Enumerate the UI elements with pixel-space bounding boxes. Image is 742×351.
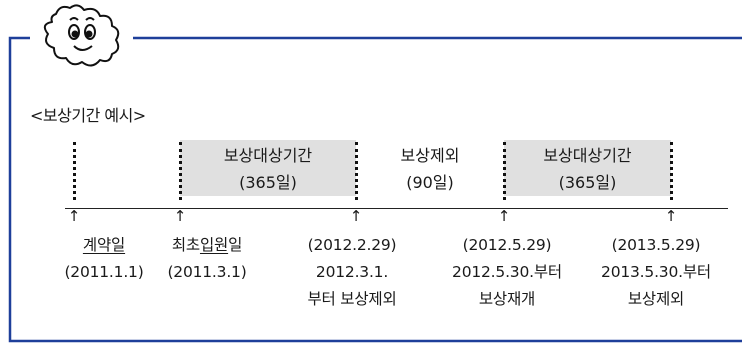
box-3-days: (365일) <box>558 173 617 192</box>
milestone-exclusion-start: (2012.2.29) 2012.3.1. 부터 보상제외 <box>307 232 396 313</box>
arrow-up-icon: ↑ <box>497 207 511 225</box>
coverage-period-1 <box>180 140 356 196</box>
divider-exclusion-start <box>355 142 358 200</box>
milestone-contract: 계약일 (2011.1.1) <box>64 232 143 286</box>
box-2-name: 보상제외 <box>400 146 460 165</box>
milestone-contract-label: 계약일 <box>82 236 126 254</box>
milestone-contract-date: (2011.1.1) <box>64 263 144 281</box>
box-2-days: (90일) <box>406 173 454 192</box>
puzzle-mascot-icon <box>43 4 120 67</box>
section-title: <보상기간 예시> <box>30 106 146 125</box>
timeline-baseline <box>65 208 728 209</box>
box-3-name: 보상대상기간 <box>543 146 632 165</box>
milestone-5-line3: 보상제외 <box>627 290 685 308</box>
first-admission-underlined: 입원 <box>199 236 229 254</box>
box-1-name: 보상대상기간 <box>223 146 313 165</box>
divider-end <box>670 142 673 200</box>
arrow-up-icon: ↑ <box>349 207 363 225</box>
milestone-4-line3: 보상재개 <box>478 290 536 308</box>
divider-contract <box>73 142 76 200</box>
box-label-coverage-1: 보상대상기간 (365일) <box>180 142 356 196</box>
milestone-3-line2: 2012.3.1. <box>315 263 389 281</box>
arrow-up-icon: ↑ <box>664 207 678 225</box>
milestone-3-line3: 부터 보상제외 <box>307 290 397 308</box>
milestone-5-line2: 2013.5.30.부터 <box>601 263 711 281</box>
box-label-exclusion: 보상제외 (90일) <box>356 142 504 196</box>
milestone-end: (2013.5.29) 2013.5.30.부터 보상제외 <box>601 232 711 313</box>
milestone-first-admission: 최초입원일 (2011.3.1) <box>167 232 246 286</box>
box-1-days: (365일) <box>239 173 297 192</box>
coverage-period-2 <box>504 140 671 196</box>
arrow-up-icon: ↑ <box>67 207 81 225</box>
milestone-4-date: (2012.5.29) <box>462 236 552 254</box>
milestone-first-admission-label: 최초입원일 <box>167 232 246 259</box>
divider-first-admission <box>179 142 182 200</box>
milestone-resume: (2012.5.29) 2012.5.30.부터 보상재개 <box>452 232 562 313</box>
milestone-4-line2: 2012.5.30.부터 <box>452 263 562 281</box>
box-label-coverage-2: 보상대상기간 (365일) <box>504 142 671 196</box>
milestone-first-admission-date: (2011.3.1) <box>167 263 247 281</box>
first-admission-plain: 최초 <box>171 236 200 254</box>
divider-resume <box>503 142 506 200</box>
first-admission-suffix: 일 <box>228 236 243 254</box>
milestone-3-date: (2012.2.29) <box>307 236 397 254</box>
milestone-5-date: (2013.5.29) <box>611 236 701 254</box>
arrow-up-icon: ↑ <box>173 207 187 225</box>
